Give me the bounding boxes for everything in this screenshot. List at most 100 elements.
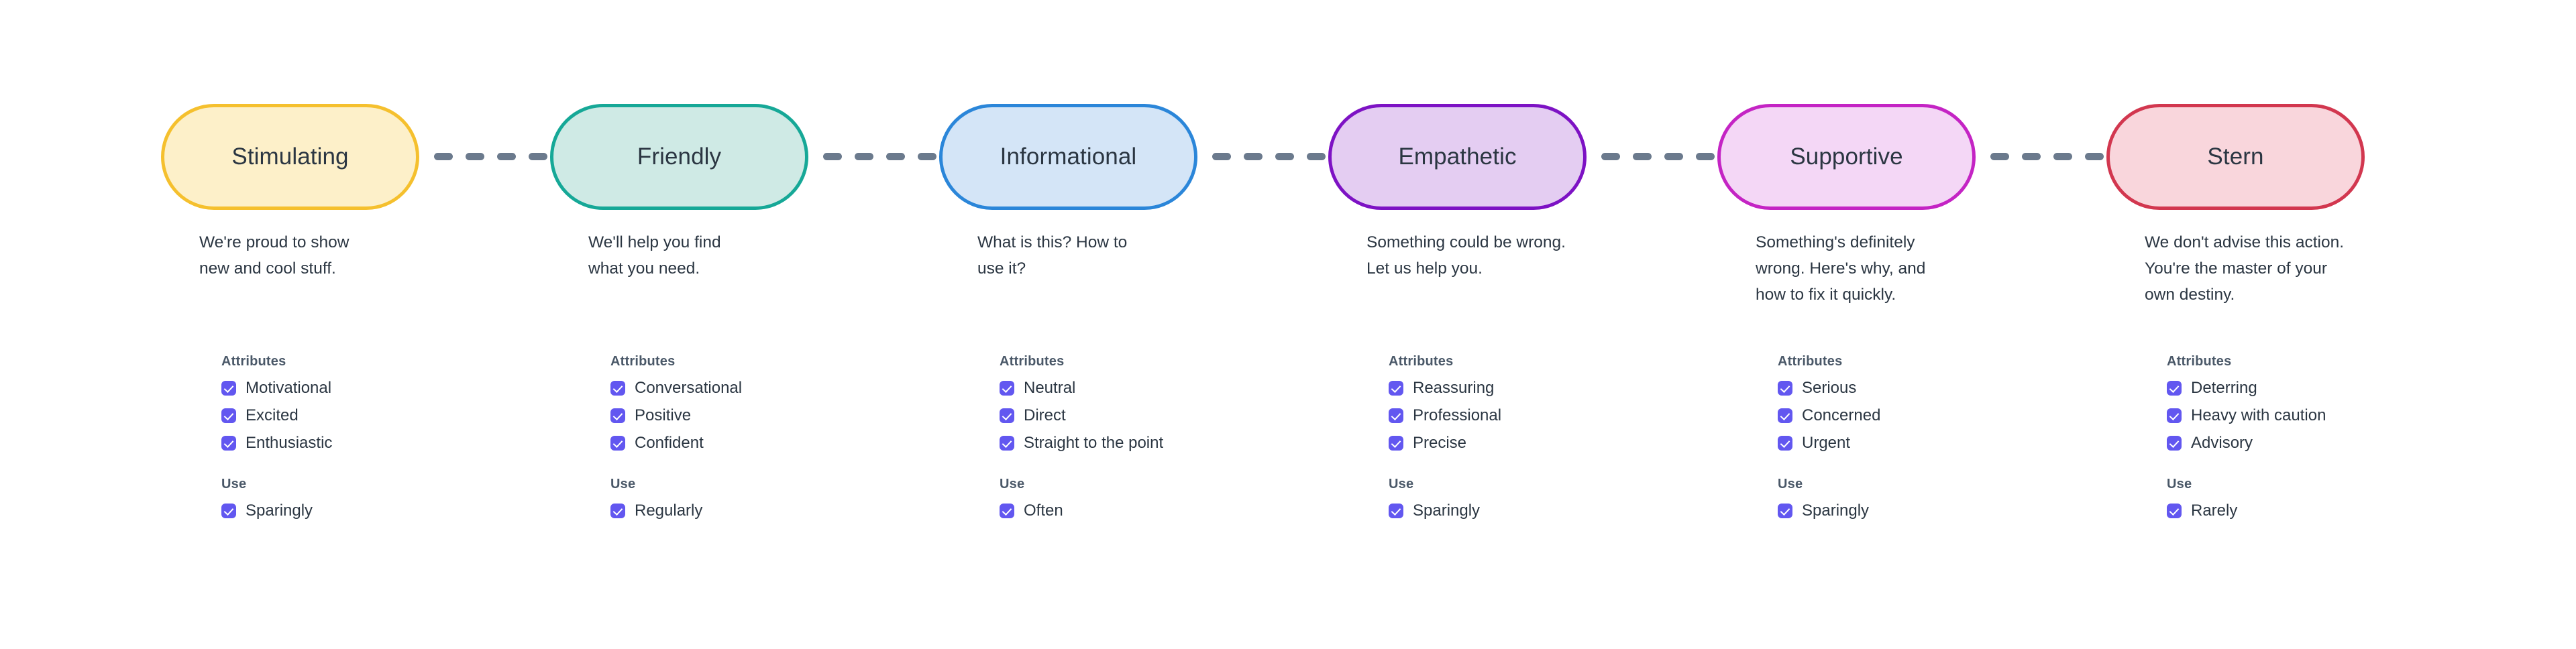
checkbox-row[interactable]: Excited: [221, 402, 530, 429]
dash-segment-icon: [497, 153, 516, 160]
tone-pill[interactable]: Stern: [2106, 104, 2365, 210]
group-title-use: Use: [610, 477, 636, 491]
checkbox-row[interactable]: Sparingly: [1389, 497, 1697, 524]
checkmark-icon[interactable]: [1778, 435, 1792, 451]
checkmark-icon[interactable]: [1778, 408, 1792, 423]
dash-segment-icon: [2053, 153, 2072, 160]
checkbox-row[interactable]: Deterring: [2167, 374, 2475, 402]
dash-segment-icon: [1275, 153, 1294, 160]
checkbox-label: Reassuring: [1413, 378, 1495, 397]
tone-description: What is this? How to use it?: [977, 233, 1128, 278]
checkbox-row[interactable]: Sparingly: [221, 497, 530, 524]
checkbox-row[interactable]: Reassuring: [1389, 374, 1697, 402]
checkmark-icon[interactable]: [221, 503, 236, 518]
dash-segment-icon: [434, 153, 453, 160]
checkmark-icon[interactable]: [1000, 435, 1014, 451]
tone-pill[interactable]: Informational: [939, 104, 1197, 210]
tone-pill-label: Supportive: [1790, 143, 1903, 170]
dash-segment-icon: [2022, 153, 2041, 160]
checkmark-icon[interactable]: [610, 435, 625, 451]
checkbox-row[interactable]: Direct: [1000, 402, 1308, 429]
checkbox-label: Straight to the point: [1024, 433, 1164, 452]
tone-description: Something's definitely wrong. Here's why…: [1756, 233, 1926, 304]
checkbox-row[interactable]: Neutral: [1000, 374, 1308, 402]
dash-segment-icon: [855, 153, 873, 160]
checkmark-icon[interactable]: [1000, 380, 1014, 396]
checkbox-label: Sparingly: [1413, 501, 1481, 520]
checkbox-label: Rarely: [2191, 501, 2238, 520]
checkbox-label: Often: [1024, 501, 1063, 520]
checkmark-icon[interactable]: [1778, 503, 1792, 518]
group-title-use: Use: [1778, 477, 1803, 491]
group-title-attributes: Attributes: [1778, 354, 1843, 369]
checkbox-label: Serious: [1802, 378, 1857, 397]
checkbox-row[interactable]: Concerned: [1778, 402, 2086, 429]
checkmark-icon[interactable]: [1389, 408, 1403, 423]
checkmark-icon[interactable]: [221, 435, 236, 451]
checkbox-row[interactable]: Rarely: [2167, 497, 2475, 524]
checkbox-label: Confident: [635, 433, 704, 452]
dash-segment-icon: [1664, 153, 1683, 160]
checkbox-label: Regularly: [635, 501, 703, 520]
dash-segment-icon: [466, 153, 484, 160]
checkmark-icon[interactable]: [221, 380, 236, 396]
checkbox-row[interactable]: Straight to the point: [1000, 429, 1308, 457]
checkmark-icon[interactable]: [1389, 380, 1403, 396]
tone-pill[interactable]: Friendly: [550, 104, 808, 210]
checkmark-icon[interactable]: [221, 408, 236, 423]
checkbox-row[interactable]: Often: [1000, 497, 1308, 524]
checkmark-icon[interactable]: [1000, 503, 1014, 518]
checkbox-row[interactable]: Conversational: [610, 374, 919, 402]
checkmark-icon[interactable]: [1000, 408, 1014, 423]
checkbox-row[interactable]: Regularly: [610, 497, 919, 524]
checkbox-row[interactable]: Motivational: [221, 374, 530, 402]
checkmark-icon[interactable]: [1389, 503, 1403, 518]
dash-segment-icon: [1990, 153, 2009, 160]
dash-segment-icon: [1212, 153, 1231, 160]
checkbox-row[interactable]: Urgent: [1778, 429, 2086, 457]
tone-pill[interactable]: Empathetic: [1328, 104, 1587, 210]
checkbox-row[interactable]: Positive: [610, 402, 919, 429]
checkbox-row[interactable]: Enthusiastic: [221, 429, 530, 457]
checkbox-row[interactable]: Heavy with caution: [2167, 402, 2475, 429]
checkbox-row[interactable]: Sparingly: [1778, 497, 2086, 524]
tone-pill[interactable]: Supportive: [1717, 104, 1976, 210]
checkbox-label: Sparingly: [246, 501, 313, 520]
checkmark-icon[interactable]: [610, 408, 625, 423]
checkbox-row[interactable]: Precise: [1389, 429, 1697, 457]
checkmark-icon[interactable]: [610, 380, 625, 396]
group-title-use: Use: [1389, 477, 1414, 491]
group-title-attributes: Attributes: [610, 354, 676, 369]
checkbox-row[interactable]: Serious: [1778, 374, 2086, 402]
dashed-connector: [1990, 153, 2104, 160]
checkmark-icon[interactable]: [1778, 380, 1792, 396]
tone-pill[interactable]: Stimulating: [161, 104, 419, 210]
checkmark-icon[interactable]: [2167, 503, 2182, 518]
checkmark-icon[interactable]: [2167, 408, 2182, 423]
dashed-connector: [1212, 153, 1326, 160]
checkmark-icon[interactable]: [610, 503, 625, 518]
checkbox-row[interactable]: Advisory: [2167, 429, 2475, 457]
checkbox-row[interactable]: Professional: [1389, 402, 1697, 429]
group-title-attributes: Attributes: [2167, 354, 2232, 369]
tone-description: Something could be wrong. Let us help yo…: [1366, 233, 1566, 278]
checkmark-icon[interactable]: [1389, 435, 1403, 451]
checkbox-row[interactable]: Confident: [610, 429, 919, 457]
checkmark-icon[interactable]: [2167, 380, 2182, 396]
checkmark-icon[interactable]: [2167, 435, 2182, 451]
checkbox-label: Heavy with caution: [2191, 406, 2326, 424]
